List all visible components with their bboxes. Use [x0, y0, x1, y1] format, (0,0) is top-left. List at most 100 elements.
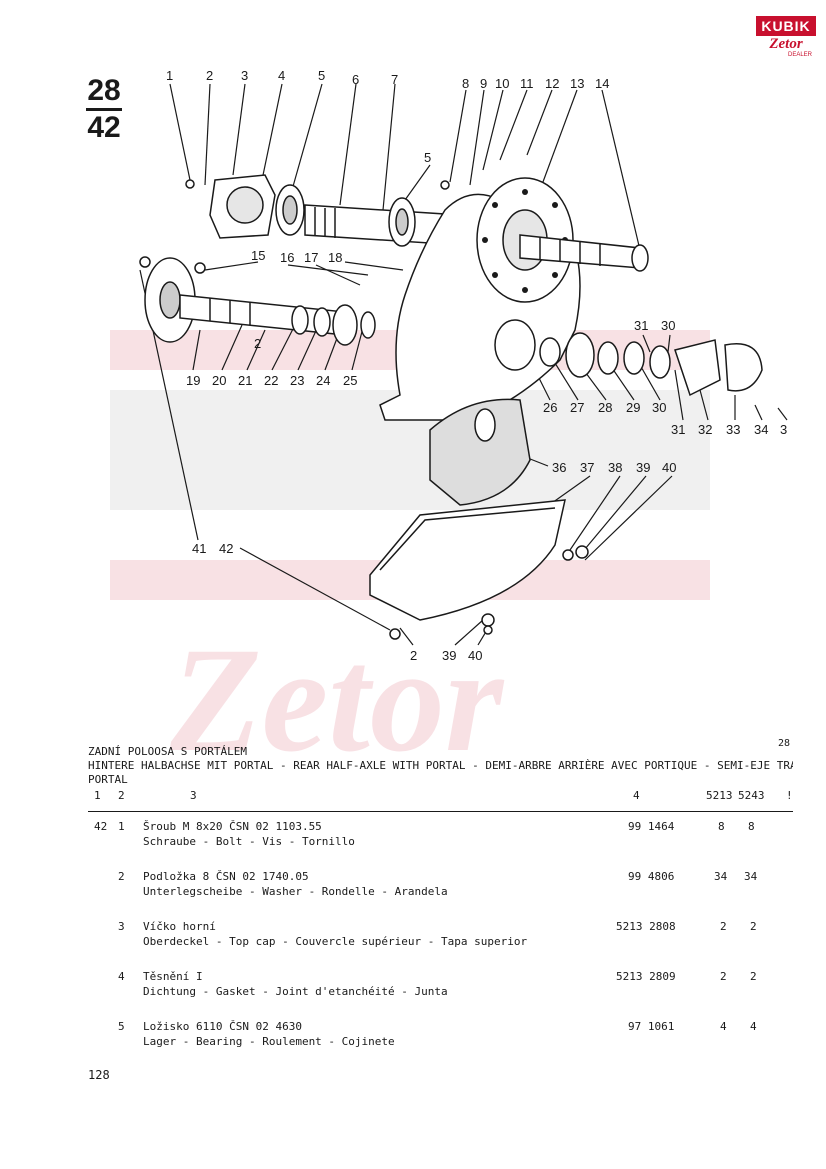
callout-5: 5: [318, 68, 325, 83]
part-qty-5213: 8: [718, 820, 725, 833]
callout-31: 31: [671, 422, 685, 437]
callout-18: 18: [328, 250, 342, 265]
callout-3-right: 3: [780, 422, 787, 437]
part-pos: 1: [118, 820, 125, 833]
page-reference: 28 42: [84, 74, 124, 145]
part-code: 99 1464: [628, 820, 675, 833]
callout-1: 1: [166, 68, 173, 83]
callout-28: 28: [598, 400, 612, 415]
part-row: 42 1 Šroub M 8x20 ČSN 02 1103.55 Schraub…: [88, 820, 793, 870]
part-name: Těsnění I: [143, 970, 203, 983]
part-row: 2 Podložka 8 ČSN 02 1740.05 Unterlegsche…: [88, 870, 793, 920]
callout-4: 4: [278, 68, 285, 83]
part-desc: Oberdeckel - Top cap - Couvercle supérie…: [143, 935, 528, 948]
section-title-cont: PORTAL: [88, 773, 128, 786]
logo-kubik-text: KUBIK: [756, 16, 816, 36]
callout-15: 15: [251, 248, 265, 263]
col-header-5243: 5243: [738, 789, 765, 802]
callout-30-upper: 30: [661, 318, 675, 333]
part-qty-5243: 2: [750, 920, 757, 933]
part-desc: Schraube - Bolt - Vis - Tornillo: [143, 835, 355, 848]
part-qty-5213: 34: [714, 870, 728, 883]
part-qty-5243: 4: [750, 1020, 757, 1033]
section-title-cz: ZADNÍ POLOOSA S PORTÁLEM: [88, 745, 247, 758]
section-title-multilang: HINTERE HALBACHSE MIT PORTAL - REAR HALF…: [88, 759, 793, 772]
callout-27: 27: [570, 400, 584, 415]
callout-11: 11: [520, 76, 534, 91]
column-headers: 1 2 3 4 5213 5243 !: [88, 789, 793, 805]
part-pos: 2: [118, 870, 125, 883]
callout-7: 7: [391, 72, 398, 87]
callout-29: 29: [626, 400, 640, 415]
callout-30: 30: [652, 400, 666, 415]
part-row: 5 Ložisko 6110 ČSN 02 4630 Lager - Beari…: [88, 1020, 793, 1070]
part-name: Víčko horní: [143, 920, 216, 933]
callout-38: 38: [608, 460, 622, 475]
callout-34: 34: [754, 422, 768, 437]
callout-24: 24: [316, 373, 330, 388]
part-code: 99 4806: [628, 870, 675, 883]
callout-19: 19: [186, 373, 200, 388]
callout-16: 16: [280, 250, 294, 265]
part-desc: Unterlegscheibe - Washer - Rondelle - Ar…: [143, 885, 448, 898]
part-row: 4 Těsnění I Dichtung - Gasket - Joint d'…: [88, 970, 793, 1020]
callout-6: 6: [352, 72, 359, 87]
part-row: 3 Víčko horní Oberdeckel - Top cap - Cou…: [88, 920, 793, 970]
part-qty-5243: 8: [748, 820, 755, 833]
callout-23: 23: [290, 373, 304, 388]
callout-2: 2: [206, 68, 213, 83]
part-fig: 42: [94, 820, 108, 833]
col-header-7: !: [786, 789, 793, 802]
callout-40-bottom: 40: [468, 648, 482, 663]
page-ref-top: 28: [87, 74, 121, 107]
col-header-1: 1: [94, 789, 101, 802]
part-code: 97 1061: [628, 1020, 675, 1033]
part-name: Podložka 8 ČSN 02 1740.05: [143, 870, 309, 883]
callout-22: 22: [264, 373, 278, 388]
callout-12: 12: [545, 76, 559, 91]
header-rule: [88, 811, 793, 812]
corner-page-ref: 28: [778, 738, 791, 749]
callout-2-bottom: 2: [410, 648, 417, 663]
callout-32: 32: [698, 422, 712, 437]
part-pos: 4: [118, 970, 125, 983]
part-qty-5213: 2: [720, 970, 727, 983]
callout-13: 13: [570, 76, 584, 91]
callout-21: 21: [238, 373, 252, 388]
callout-37: 37: [580, 460, 594, 475]
part-qty-5243: 2: [750, 970, 757, 983]
col-header-3: 3: [190, 789, 197, 802]
callout-36: 36: [552, 460, 566, 475]
footer-page-number: 128: [88, 1068, 110, 1082]
callout-8: 8: [462, 76, 469, 91]
callout-31-upper: 31: [634, 318, 648, 333]
part-name: Šroub M 8x20 ČSN 02 1103.55: [143, 820, 322, 833]
callout-33: 33: [726, 422, 740, 437]
col-header-5213: 5213: [706, 789, 733, 802]
callout-5-mid: 5: [424, 150, 431, 165]
logo-zetor-text: Zetor: [769, 36, 803, 52]
part-pos: 5: [118, 1020, 125, 1033]
part-qty-5243: 34: [744, 870, 758, 883]
col-header-4: 4: [633, 789, 640, 802]
part-code: 5213 2808: [616, 920, 676, 933]
part-desc: Lager - Bearing - Roulement - Cojinete: [143, 1035, 395, 1048]
parts-list: ZADNÍ POLOOSA S PORTÁLEM HINTERE HALBACH…: [88, 745, 793, 1070]
callout-39: 39: [636, 460, 650, 475]
callout-40: 40: [662, 460, 676, 475]
kubik-zetor-logo: KUBIK Zetor DEALER: [756, 16, 816, 60]
callout-26: 26: [543, 400, 557, 415]
part-desc: Dichtung - Gasket - Joint d'etanchéité -…: [143, 985, 448, 998]
col-header-2: 2: [118, 789, 125, 802]
callout-10: 10: [495, 76, 509, 91]
page-ref-divider: [86, 108, 122, 111]
callout-39-bottom: 39: [442, 648, 456, 663]
callout-41: 41: [192, 541, 206, 556]
callout-2-left: 2: [254, 336, 261, 351]
part-pos: 3: [118, 920, 125, 933]
page-ref-bottom: 42: [87, 111, 121, 144]
callout-3: 3: [241, 68, 248, 83]
part-name: Ložisko 6110 ČSN 02 4630: [143, 1020, 302, 1033]
callout-9: 9: [480, 76, 487, 91]
part-qty-5213: 2: [720, 920, 727, 933]
